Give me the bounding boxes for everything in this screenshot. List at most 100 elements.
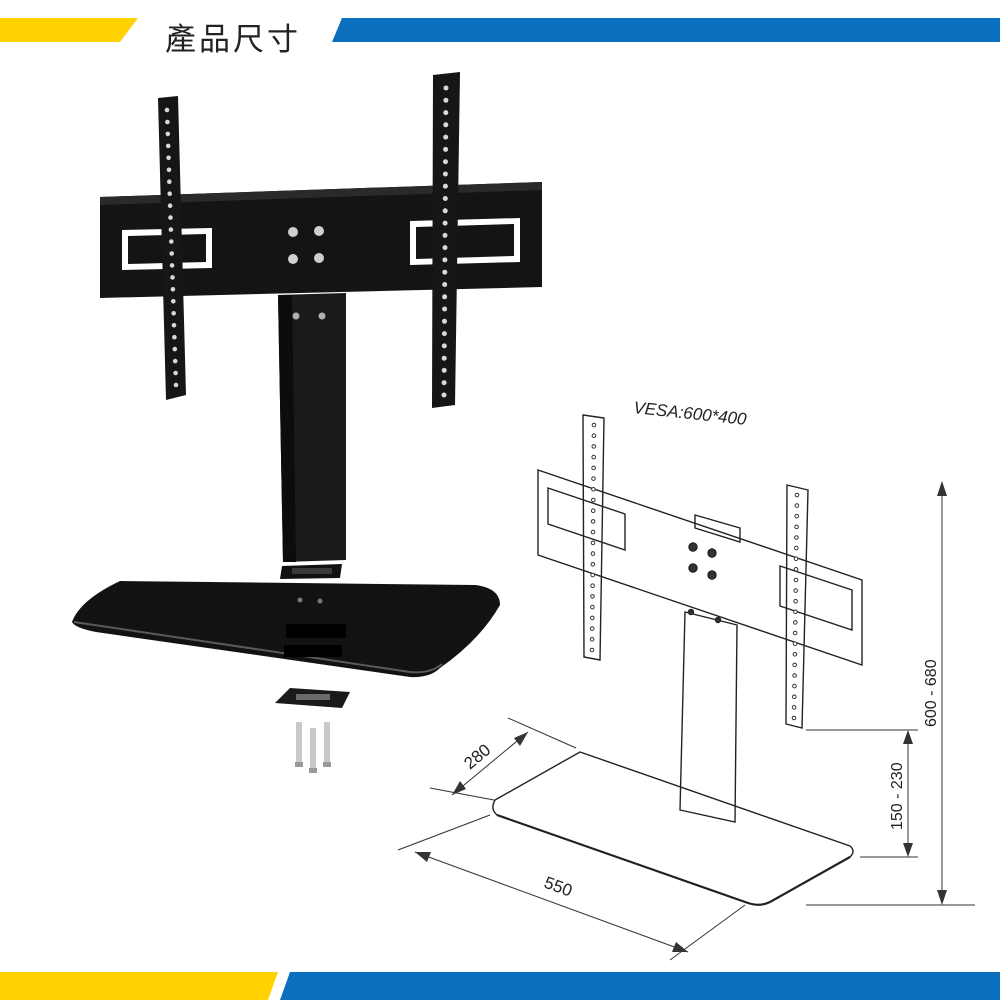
mounting-hole (590, 508, 596, 514)
mounting-hole (590, 604, 595, 610)
mounting-hole (791, 715, 797, 721)
mounting-hole (442, 257, 448, 263)
stand-line-drawing (492, 414, 863, 906)
mounting-hole (792, 683, 797, 689)
mounting-hole (591, 454, 597, 460)
mounting-hole (167, 191, 172, 196)
stand-photo (72, 72, 542, 773)
mounting-hole (793, 620, 798, 625)
mounting-hole (442, 306, 448, 312)
mounting-hole (442, 232, 448, 238)
mounting-hole (794, 513, 800, 519)
mounting-hole (792, 630, 798, 636)
mounting-hole (589, 637, 595, 642)
footer-yellow-bar (0, 972, 278, 1000)
header-yellow-bar (0, 18, 138, 42)
mounting-hole (442, 269, 448, 275)
mounting-hole (441, 380, 447, 386)
mounting-hole (590, 551, 596, 556)
mounting-hole (590, 615, 595, 621)
mounting-hole (792, 694, 797, 700)
mounting-hole (791, 705, 797, 710)
right-arm (432, 72, 460, 408)
mounting-hole (442, 220, 448, 226)
mounting-hole (443, 122, 449, 128)
drawing-left-arm (582, 414, 605, 661)
mounting-hole (793, 567, 799, 572)
mounting-hole (792, 641, 798, 647)
total-height-label: 600 - 680 (923, 659, 940, 727)
mounting-hole (165, 119, 170, 125)
mounting-hole (165, 143, 171, 149)
mounting-hole (590, 572, 596, 578)
vesa-label: VESA:600*400 (633, 398, 748, 429)
mounting-hole (442, 208, 448, 214)
mount-bracket (100, 182, 542, 298)
drawing-bracket (537, 469, 863, 666)
mounting-hole (590, 594, 595, 599)
mounting-hole (443, 97, 449, 103)
mounting-hole (441, 331, 447, 337)
mounting-hole (169, 263, 175, 268)
mounting-hole (589, 647, 595, 653)
mounting-hole (172, 346, 178, 352)
mounting-hole (591, 422, 597, 428)
mounting-hole (442, 245, 448, 251)
header-blue-bar (332, 18, 1000, 42)
adjust-range-label: 150 - 230 (889, 762, 906, 830)
mounting-hole (442, 183, 448, 189)
mounting-hole (172, 358, 178, 364)
mounting-hole (442, 171, 448, 177)
mounting-hole (164, 107, 170, 113)
mounting-hole (794, 545, 799, 551)
mounting-hole (167, 203, 173, 208)
width-label: 550 (542, 873, 575, 901)
mounting-hole (168, 215, 173, 220)
mounting-hole (441, 355, 447, 361)
left-arm (158, 96, 186, 400)
mounting-hole (589, 626, 595, 631)
mounting-hole (591, 476, 596, 481)
mounting-hole (590, 583, 595, 589)
mounting-hole (591, 497, 596, 503)
drawing-right-arm (785, 484, 809, 729)
mounting-hole (170, 275, 175, 280)
screws (295, 722, 331, 773)
mounting-hole (794, 535, 799, 540)
mounting-hole (591, 433, 597, 439)
mounting-hole (443, 110, 449, 116)
page-title: 產品尺寸 (165, 22, 301, 58)
mounting-hole (166, 155, 171, 161)
mounting-hole (442, 282, 448, 287)
mounting-hole (166, 167, 172, 173)
mounting-hole (793, 609, 798, 615)
mounting-hole (173, 370, 178, 376)
mounting-hole (171, 299, 176, 304)
mounting-hole (793, 598, 798, 604)
mounting-hole (591, 465, 596, 471)
depth-label: 280 (460, 740, 494, 773)
mounting-hole (443, 159, 448, 165)
mounting-hole (591, 487, 596, 492)
mounting-hole (590, 540, 596, 546)
footer-blue-bar (280, 972, 1000, 1000)
mounting-hole (173, 382, 179, 388)
mounting-hole (167, 179, 172, 184)
mounting-hole (443, 134, 449, 140)
mounting-hole (590, 529, 596, 535)
mounting-hole (441, 343, 447, 349)
dimension-lines (397, 481, 975, 961)
mounting-hole (794, 492, 800, 498)
mounting-hole (443, 85, 449, 91)
mounting-hole (441, 367, 447, 373)
mounting-hole (793, 588, 799, 593)
mounting-hole (794, 524, 799, 530)
mounting-hole (172, 334, 177, 340)
mounting-hole (792, 662, 798, 668)
mounting-hole (171, 311, 176, 316)
mounting-hole (168, 227, 174, 232)
mounting-hole (794, 503, 800, 508)
mounting-hole (441, 392, 447, 398)
mounting-hole (171, 322, 177, 328)
mounting-hole (442, 294, 448, 300)
